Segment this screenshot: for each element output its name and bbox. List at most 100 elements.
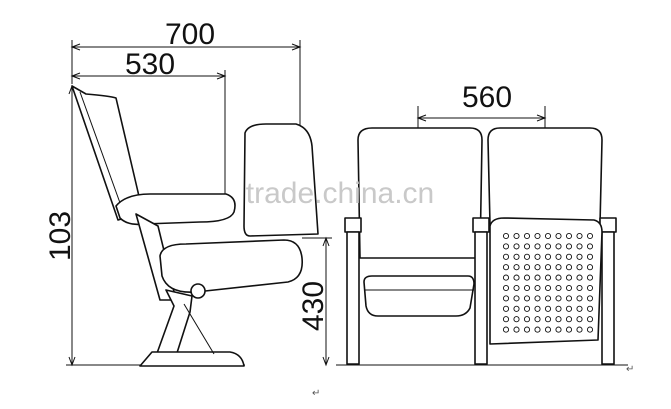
perforation-hole (576, 316, 583, 323)
perforation-hole (523, 264, 531, 271)
perforation-hole (513, 264, 520, 271)
perforation-hole (586, 274, 594, 281)
perforation-hole (555, 253, 562, 260)
perforation-hole (555, 316, 562, 323)
dimension-530: 530 (70, 48, 227, 205)
perforation-hole (502, 243, 510, 250)
perforation-hole (555, 326, 562, 333)
perforation-hole (565, 232, 573, 240)
chair-front-view-left (344, 127, 490, 365)
chair-side-view (71, 85, 319, 367)
perforation-hole (544, 284, 552, 292)
perforation-hole (544, 295, 552, 302)
perforation-hole (513, 253, 520, 260)
return-mark: ↵ (312, 388, 320, 399)
perforation-hole (502, 326, 510, 333)
perforation-hole (576, 305, 583, 312)
perforation-hole (513, 305, 520, 312)
perforation-hole (586, 253, 594, 260)
perforation-hole (544, 326, 552, 333)
perforation-hole (523, 305, 531, 312)
perforation-hole (502, 295, 510, 302)
perforation-hole (502, 284, 510, 292)
dimension-label-530: 530 (125, 48, 175, 81)
perforation-hole (523, 274, 531, 281)
perforation-hole (513, 295, 520, 302)
perforation-hole (544, 232, 552, 240)
pivot-icon (190, 283, 206, 299)
perforation-hole (576, 232, 583, 240)
chair-front-view-right (487, 127, 617, 365)
perforation-hole (555, 264, 562, 271)
perforation-hole (576, 284, 583, 292)
perforation-hole (565, 274, 573, 281)
perforation-hole (544, 305, 552, 312)
dimension-label-430: 430 (297, 281, 330, 331)
perforation-hole (565, 295, 573, 302)
perforation-hole (544, 316, 552, 323)
perforation-hole (565, 264, 573, 271)
perforation-hole (555, 232, 562, 240)
perforation-hole (576, 295, 583, 302)
dimension-560: 560 (416, 81, 547, 130)
perforation-hole (513, 274, 520, 281)
perforation-hole (502, 253, 510, 260)
perforation-hole (534, 243, 541, 250)
dimension-label-700: 700 (165, 18, 215, 51)
perforation-hole (586, 264, 594, 271)
perforation-hole (555, 295, 562, 302)
perforation-hole (576, 264, 583, 271)
perforation-hole (555, 243, 562, 250)
perforation-hole (576, 243, 583, 250)
perforation-hole (513, 243, 520, 250)
perforation-hole (534, 253, 541, 260)
perforation-hole (586, 284, 594, 292)
perforation-hole (523, 316, 531, 323)
perforation-hole (523, 284, 531, 292)
perforation-hole (576, 253, 583, 260)
perforation-hole (502, 274, 510, 281)
perforation-hole (534, 305, 541, 312)
perforation-hole (565, 305, 573, 312)
perforation-hole (544, 264, 552, 271)
perforation-hole (534, 284, 541, 292)
perforation-hole (586, 232, 594, 240)
dimension-430: 430 (297, 236, 332, 367)
perforation-hole (523, 326, 531, 333)
perforation-hole (534, 316, 541, 323)
perforation-hole (534, 295, 541, 302)
perforation-hole (565, 284, 573, 292)
perforation-hole (534, 326, 541, 333)
perforation-hole (523, 232, 531, 240)
perforation-hole (555, 284, 562, 292)
perforation-pattern (502, 232, 594, 333)
watermark-text: trade.china.cn (246, 177, 434, 210)
perforation-hole (502, 316, 510, 323)
perforation-hole (555, 305, 562, 312)
perforation-hole (523, 295, 531, 302)
perforation-hole (555, 274, 562, 281)
perforation-hole (544, 243, 552, 250)
dimension-label-560: 560 (462, 81, 512, 114)
perforation-hole (586, 243, 594, 250)
perforation-hole (513, 316, 520, 323)
perforation-hole (534, 274, 541, 281)
perforation-hole (534, 232, 541, 240)
perforation-hole (565, 253, 573, 260)
perforation-hole (513, 232, 520, 240)
perforation-hole (513, 284, 520, 292)
dimension-700: 700 (70, 18, 302, 150)
perforation-hole (502, 232, 510, 240)
perforation-hole (565, 316, 573, 323)
perforation-hole (586, 326, 594, 333)
perforation-hole (544, 253, 552, 260)
perforation-hole (502, 264, 510, 271)
perforation-hole (576, 274, 583, 281)
perforation-hole (523, 253, 531, 260)
perforation-hole (565, 326, 573, 333)
perforation-hole (513, 326, 520, 333)
perforation-hole (544, 274, 552, 281)
perforation-hole (534, 264, 541, 271)
